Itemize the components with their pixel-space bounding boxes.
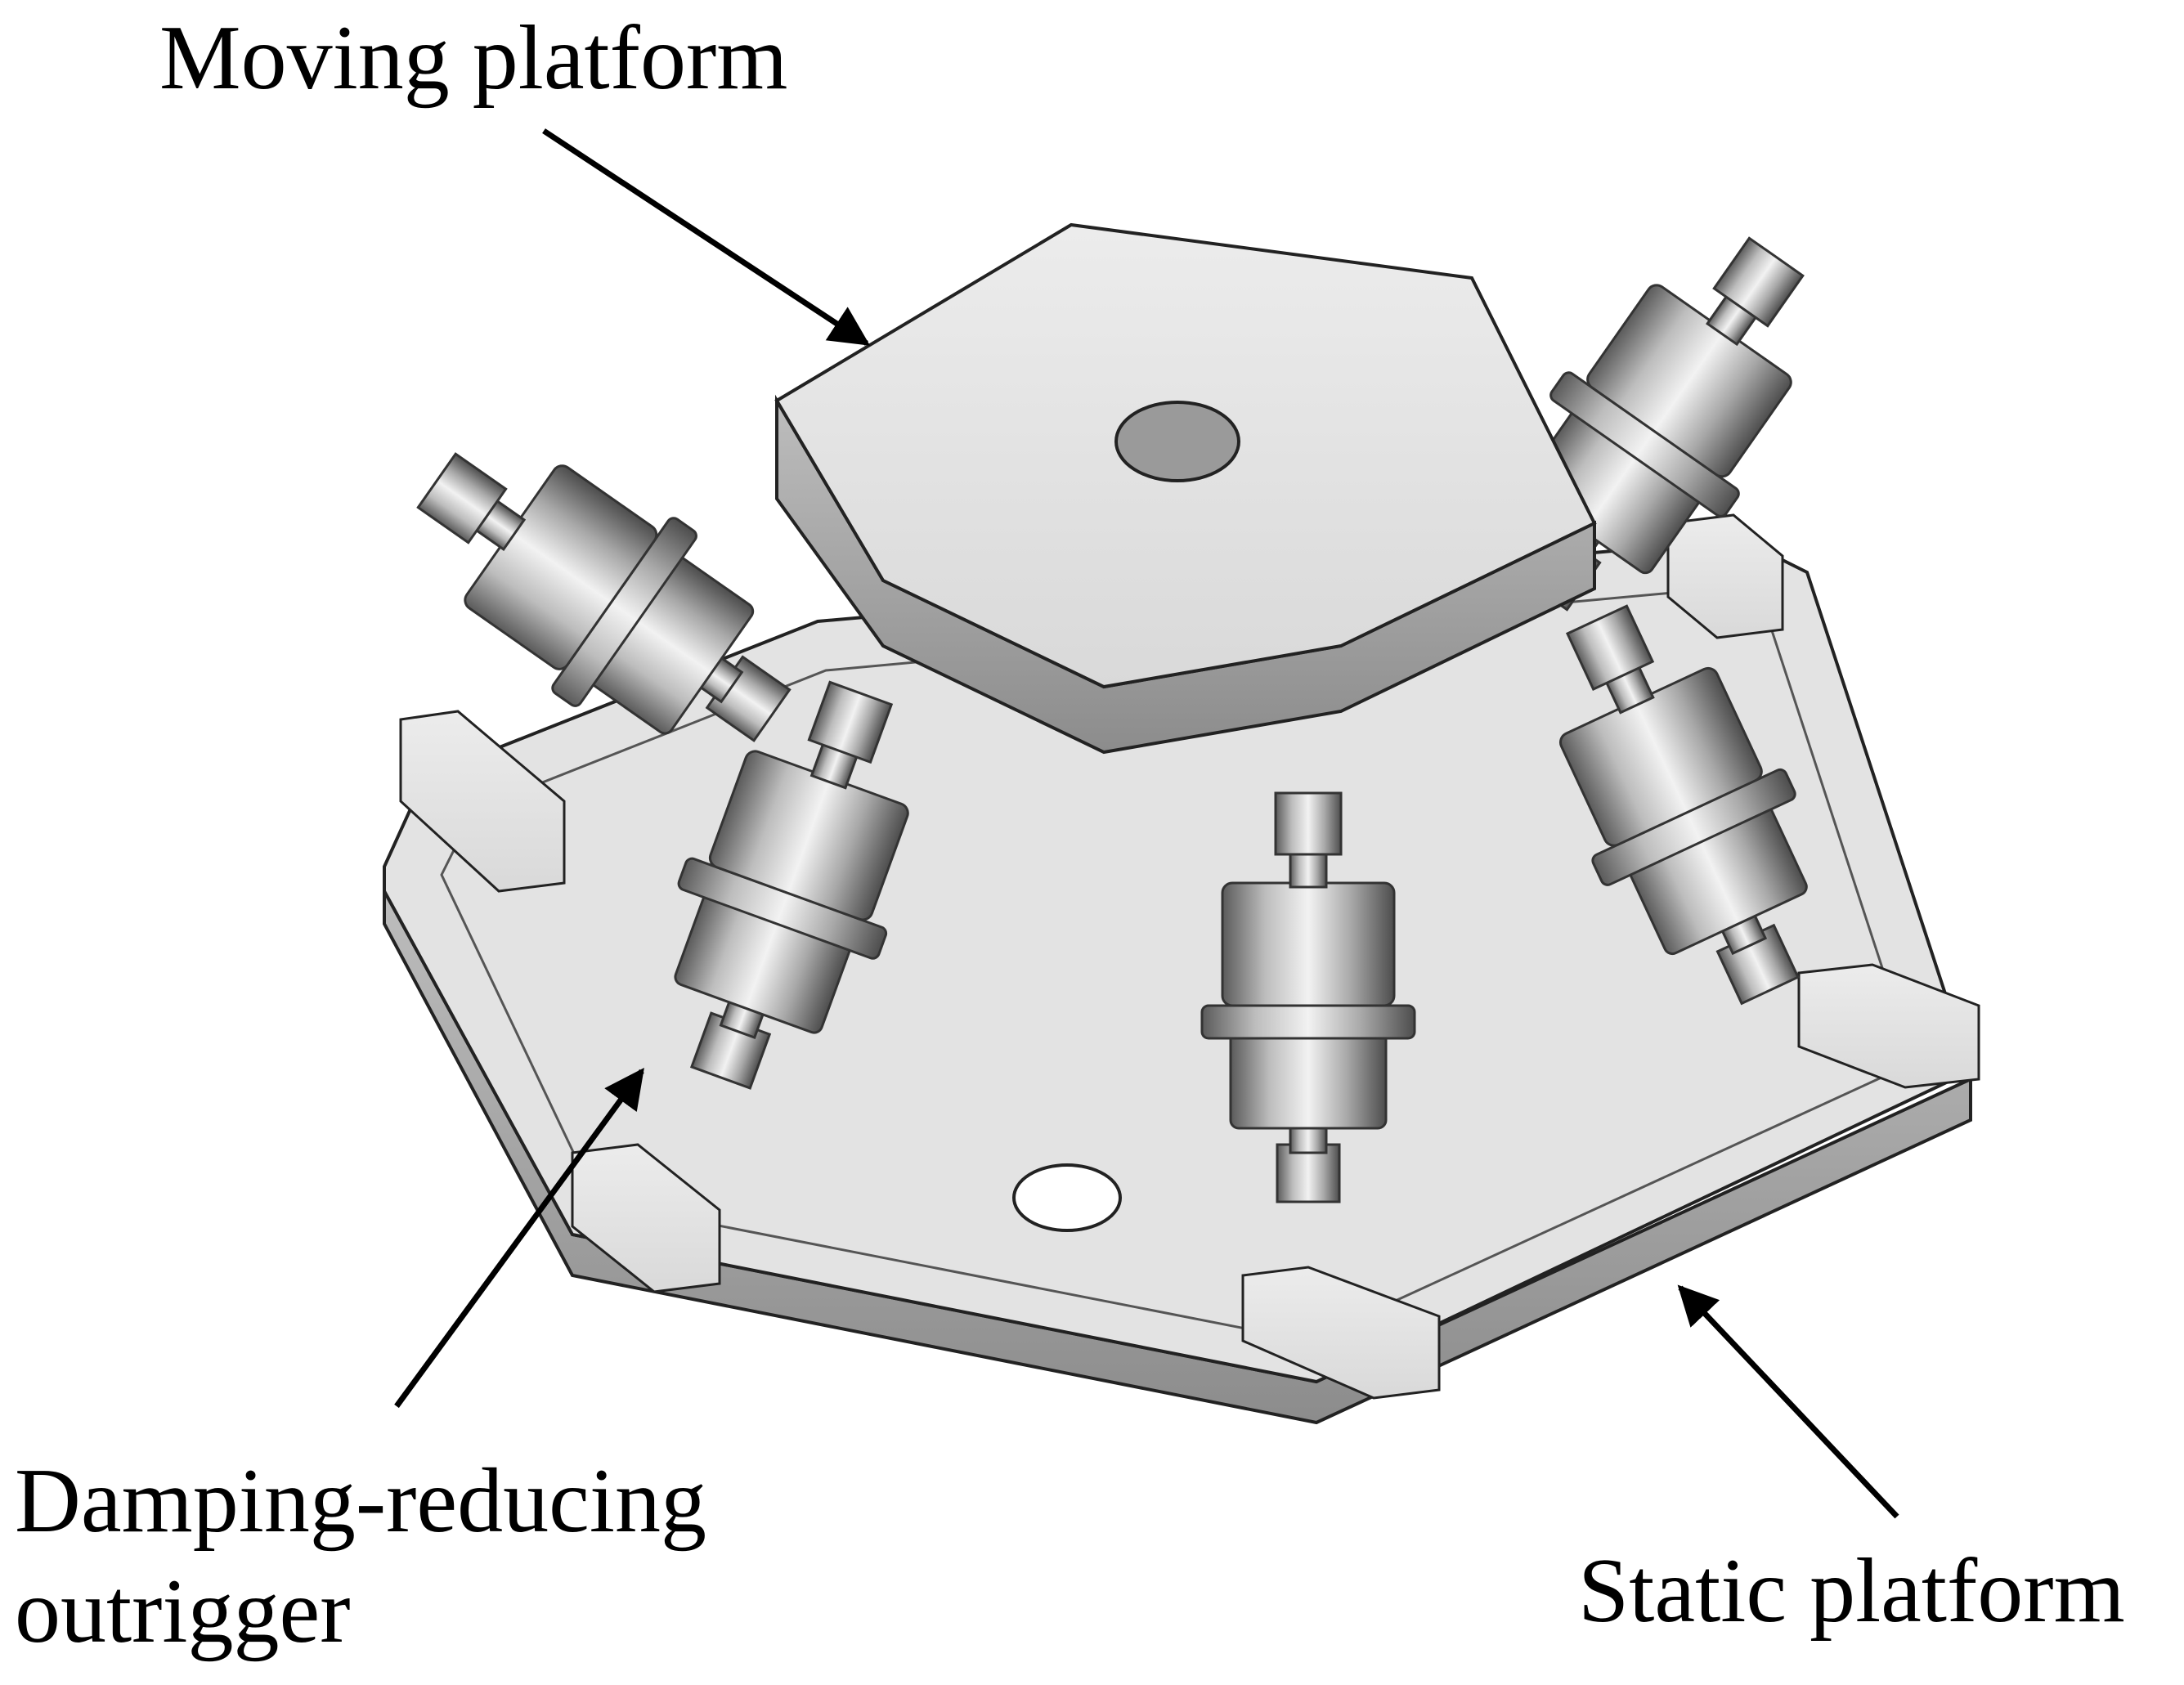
label-damping-reducing: Damping-reducing xyxy=(15,1450,706,1552)
arrow-moving-platform xyxy=(542,128,871,346)
arrow-damping-outrigger xyxy=(394,1068,644,1409)
label-static-platform: Static platform xyxy=(1578,1540,2125,1642)
static-platform-hole xyxy=(1012,1163,1122,1232)
label-outrigger: outrigger xyxy=(15,1561,351,1662)
label-moving-platform: Moving platform xyxy=(159,7,788,109)
mount-block xyxy=(399,513,1980,1400)
arrow-static-platform xyxy=(1677,1284,1899,1519)
moving-platform-hole xyxy=(1114,401,1240,482)
